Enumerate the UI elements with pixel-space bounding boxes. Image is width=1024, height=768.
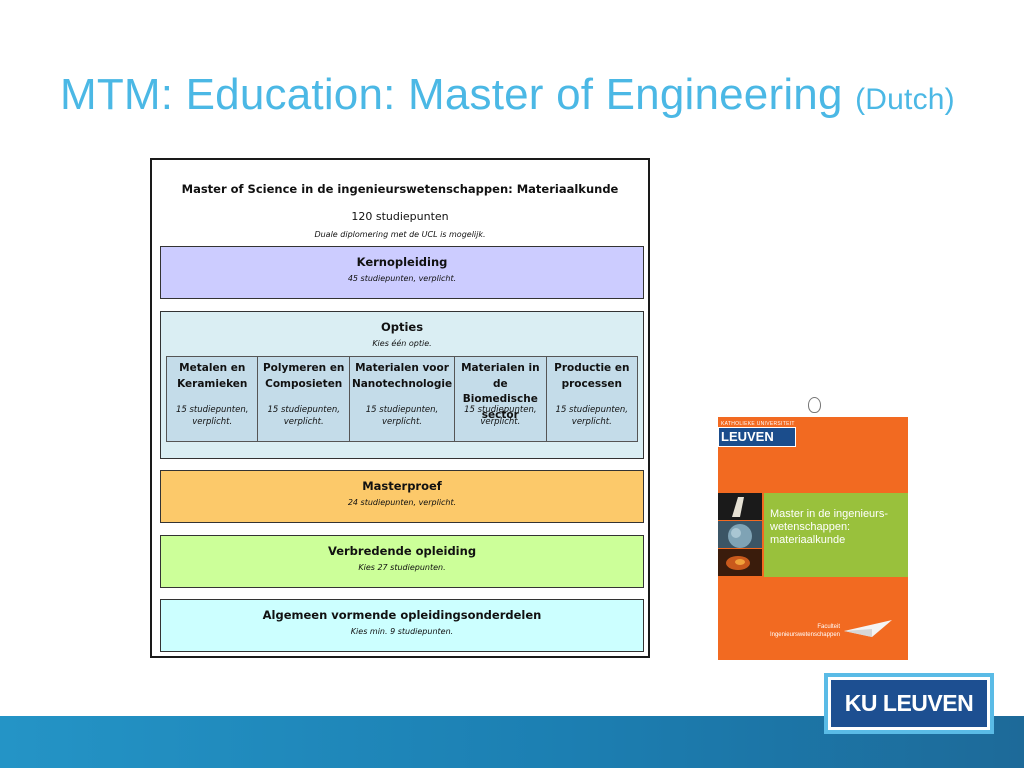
brochure-program-title: Master in de ingenieurs-wetenschappen: m… <box>770 508 889 546</box>
option-name: Materialen voor Nanotechnologie <box>351 362 453 390</box>
option-cell: Materialen in de Biomedische sector 15 s… <box>455 357 547 441</box>
figure-total-credits: 120 studiepunten <box>351 210 449 223</box>
brochure-logo-text: LEUVEN <box>719 428 795 446</box>
photo-furnace-icon <box>718 549 762 576</box>
figure-title: Master of Science in de ingenieurswetens… <box>181 182 619 196</box>
option-name: Polymeren en Composieten <box>262 362 345 390</box>
option-credits: 15 studiepunten, verplicht. <box>464 405 537 427</box>
block-title: Kernopleiding <box>356 255 448 269</box>
brochure-photos <box>718 493 762 577</box>
block-title: Opties <box>380 320 424 334</box>
brochure-logo: LEUVEN <box>718 427 796 447</box>
option-cell: Metalen en Keramieken 15 studiepunten, v… <box>167 357 259 441</box>
brochure-cover-image: KATHOLIEKE UNIVERSITEIT LEUVEN Master in… <box>718 393 908 660</box>
photo-microscopy-icon <box>718 521 762 548</box>
option-credits: 15 studiepunten, verplicht. <box>555 405 629 427</box>
block-algemeen-vormend: Algemeen vormende opleidingsonderdelen K… <box>160 599 644 652</box>
block-note: 45 studiepunten, verplicht. <box>347 274 457 283</box>
ku-leuven-logo-text: KU LEUVEN <box>831 680 987 727</box>
slide-title-subtitle: (Dutch) <box>855 83 955 116</box>
block-title: Masterproef <box>362 479 442 493</box>
option-cell: Productie en processen 15 studiepunten, … <box>546 357 638 441</box>
options-table: Metalen en Keramieken 15 studiepunten, v… <box>166 356 638 442</box>
brochure-faculty: Faculteit Ingenieurswetenschappen <box>770 623 840 639</box>
block-note: Kies min. 9 studiepunten. <box>350 627 454 636</box>
option-name: Productie en processen <box>554 362 630 390</box>
brochure-title-panel: Master in de ingenieurs-wetenschappen: m… <box>764 493 908 577</box>
block-note: 24 studiepunten, verplicht. <box>347 498 457 507</box>
ku-leuven-logo: KU LEUVEN <box>824 673 994 734</box>
block-kernopleiding: Kernopleiding 45 studiepunten, verplicht… <box>160 246 644 299</box>
paper-plane-icon <box>844 620 892 637</box>
option-cell: Polymeren en Composieten 15 studiepunten… <box>258 357 350 441</box>
brochure-faculty-line1: Faculteit <box>817 624 840 630</box>
block-opties: Opties Kies één optie. Metalen en Kerami… <box>160 311 644 459</box>
option-credits: 15 studiepunten, verplicht. <box>175 405 249 427</box>
university-seal-icon <box>808 397 821 413</box>
block-note: Kies één optie. <box>372 339 432 348</box>
option-name: Metalen en Keramieken <box>177 362 248 390</box>
brochure-faculty-line2: Ingenieurswetenschappen <box>769 632 840 638</box>
option-name: Materialen in de Biomedische sector <box>461 362 540 421</box>
slide-title: MTM: Education: Master of Engineering (D… <box>60 70 955 120</box>
block-note: Kies 27 studiepunten. <box>358 563 446 572</box>
figure-note: Duale diplomering met de UCL is mogelijk… <box>314 230 486 239</box>
option-cell: Materialen voor Nanotechnologie 15 studi… <box>349 357 456 441</box>
block-title: Algemeen vormende opleidingsonderdelen <box>262 608 542 622</box>
option-credits: 15 studiepunten, verplicht. <box>365 405 439 427</box>
block-title: Verbredende opleiding <box>327 544 477 558</box>
option-credits: 15 studiepunten, verplicht. <box>267 405 340 427</box>
photo-specimen-icon <box>718 493 762 520</box>
block-masterproef: Masterproef 24 studiepunten, verplicht. <box>160 470 644 523</box>
brochure-university: KATHOLIEKE UNIVERSITEIT <box>721 421 795 427</box>
block-verbredende-opleiding: Verbredende opleiding Kies 27 studiepunt… <box>160 535 644 588</box>
slide-title-main: MTM: Education: Master of Engineering <box>60 70 843 119</box>
program-structure-figure: Master of Science in de ingenieurswetens… <box>150 158 650 658</box>
